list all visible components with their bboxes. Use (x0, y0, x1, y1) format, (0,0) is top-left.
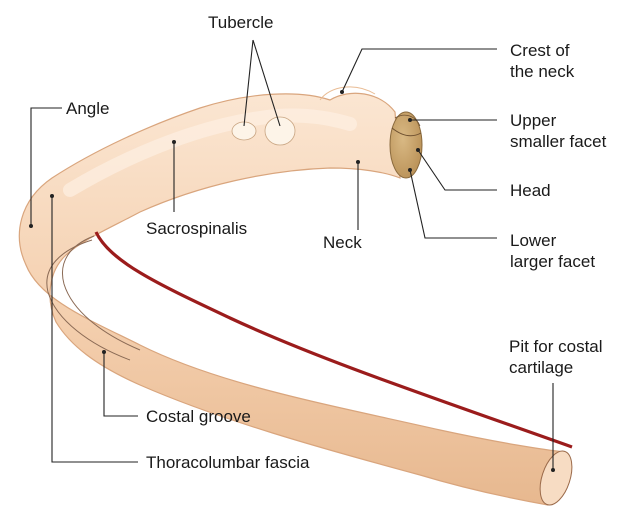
leader-head (418, 150, 497, 190)
label-lower-larger-facet: Lower larger facet (510, 230, 595, 272)
dot-neck (356, 160, 360, 164)
dot-sacrospinalis (172, 140, 176, 144)
rib-shaft (19, 93, 565, 505)
label-crest-line-1: Crest of (510, 40, 574, 61)
label-neck: Neck (323, 232, 362, 253)
dot-costal-groove (102, 350, 106, 354)
label-head: Head (510, 180, 551, 201)
label-pit-line-1: Pit for costal (509, 336, 603, 357)
dot-head (416, 148, 420, 152)
label-pit-for-costal-cartilage: Pit for costal cartilage (509, 336, 603, 378)
label-upper-line-2: smaller facet (510, 131, 606, 152)
dot-lower-facet (408, 168, 412, 172)
label-costal-groove: Costal groove (146, 406, 251, 427)
label-angle: Angle (66, 98, 109, 119)
label-upper-line-1: Upper (510, 110, 606, 131)
rib-head (390, 112, 422, 178)
leader-crest (342, 49, 497, 92)
tubercle-facet-2 (265, 117, 295, 145)
label-crest-line-2: the neck (510, 61, 574, 82)
label-lower-line-1: Lower (510, 230, 595, 251)
label-thoracolumbar-fascia: Thoracolumbar fascia (146, 452, 309, 473)
dot-angle (29, 224, 33, 228)
dot-thoracolumbar (50, 194, 54, 198)
leader-lower-facet (410, 170, 497, 238)
label-tubercle: Tubercle (208, 12, 274, 33)
dot-crest (340, 90, 344, 94)
label-sacrospinalis: Sacrospinalis (146, 218, 247, 239)
label-pit-line-2: cartilage (509, 357, 603, 378)
label-upper-smaller-facet: Upper smaller facet (510, 110, 606, 152)
dot-upper-facet (408, 118, 412, 122)
label-crest-of-neck: Crest of the neck (510, 40, 574, 82)
dot-pit (551, 468, 555, 472)
label-lower-line-2: larger facet (510, 251, 595, 272)
